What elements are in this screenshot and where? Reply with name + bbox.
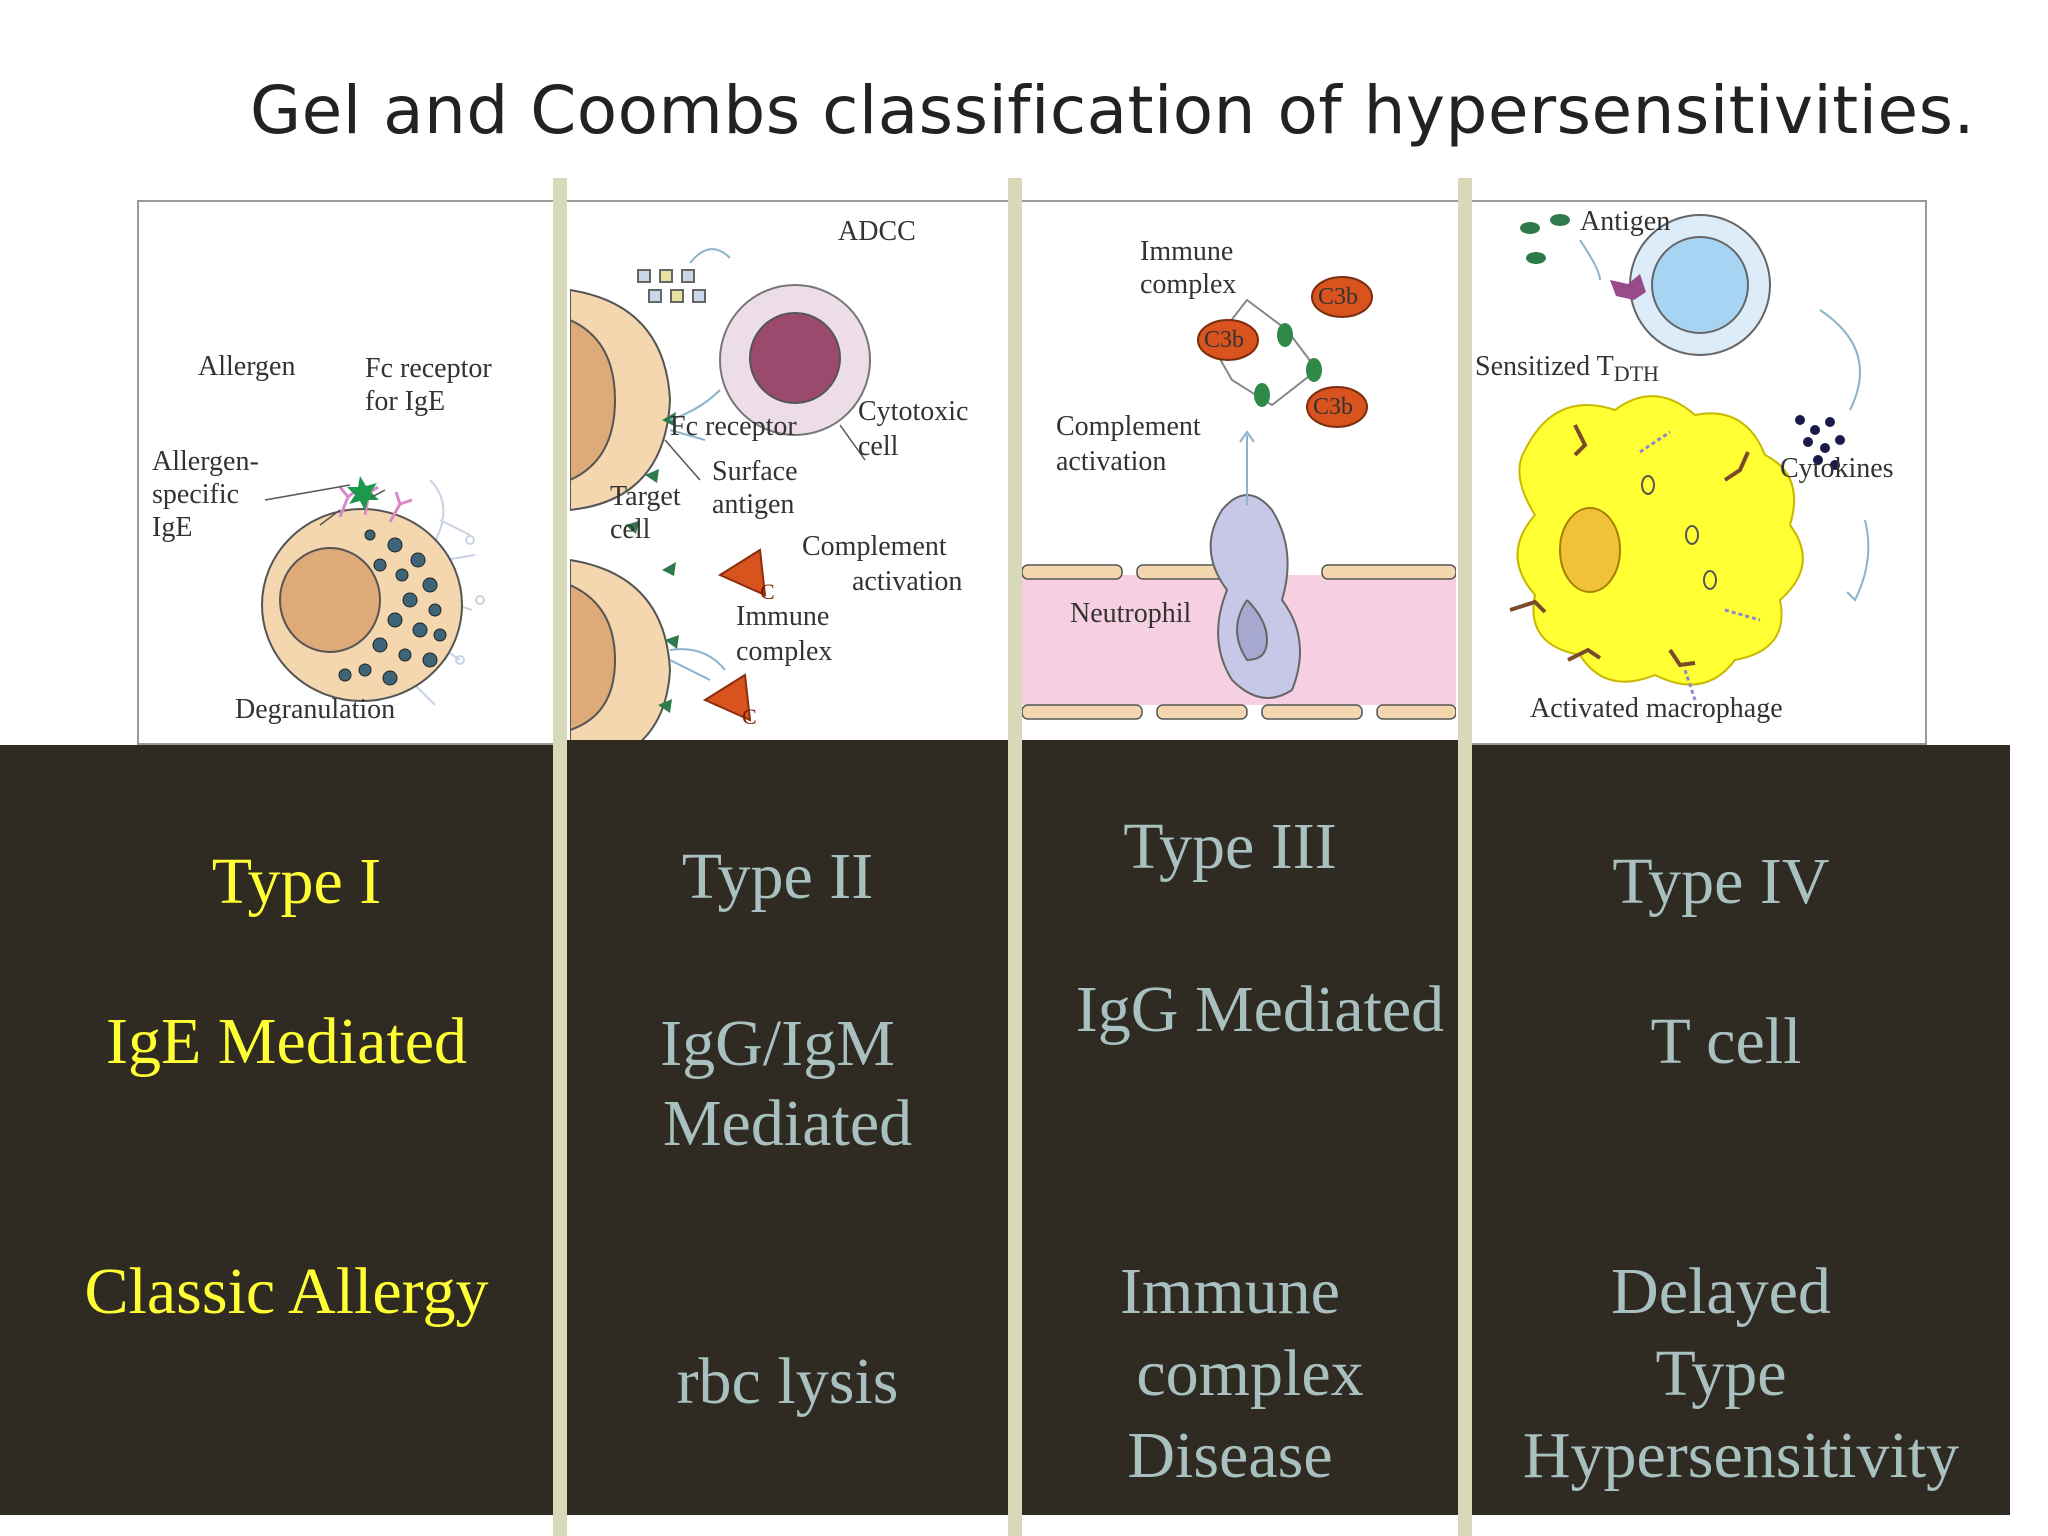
label-antigen-4: Antigen: [1580, 206, 1671, 237]
type-2-heading: Type II: [681, 840, 874, 913]
type-3-heading: Type III: [1123, 810, 1337, 883]
type-3-example-line-1: Immune: [1120, 1255, 1340, 1328]
label-cytokines: Cytokines: [1780, 453, 1894, 484]
type-4-example-line-2: Type: [1655, 1337, 1787, 1410]
type-3-example-line-3: Disease: [1127, 1419, 1333, 1492]
macrophage-illustration: [1509, 214, 1870, 701]
diagram-panel-type-4: Antigen Sensitized TDTH Cytokines Activa…: [1470, 180, 1925, 745]
type-4-column: Type IV T cell Delayed Type Hypersensiti…: [1472, 745, 2010, 1515]
label-c-1: C: [760, 579, 775, 604]
label-complex-3: complex: [1140, 269, 1237, 300]
type-4-example-line-1: Delayed: [1611, 1255, 1831, 1328]
label-neutrophil: Neutrophil: [1070, 598, 1192, 629]
diagram-panel-type-2: ADCC Fc receptor Cytotoxic cell Target c…: [570, 180, 1008, 745]
label-complement: Complement: [802, 531, 947, 562]
label-activation-3: activation: [1056, 446, 1167, 477]
label-allergen-specific-2: specific: [152, 479, 240, 510]
mast-cell-illustration: [261, 476, 485, 706]
label-sensitized-t: Sensitized TDTH: [1475, 350, 1659, 386]
label-for-ige: for IgE: [365, 386, 446, 417]
type-3-example-line-2: complex: [1136, 1337, 1364, 1410]
type-1-column: Type I IgE Mediated Classic Allergy: [0, 745, 553, 1515]
label-complex: complex: [736, 636, 833, 667]
type-2-example: rbc lysis: [676, 1345, 899, 1418]
type-3-column: Type III IgG Mediated Immune complex Dis…: [1022, 740, 1458, 1515]
label-allergen: Allergen: [198, 351, 296, 382]
type-2-mediator-line-2: Mediated: [662, 1087, 913, 1160]
type-1-mediator: IgE Mediated: [105, 1005, 468, 1078]
immune-complex-illustration: [1022, 276, 1456, 720]
diagram-panel-type-3: Immune complex C3b C3b C3b Complement ac…: [1022, 180, 1456, 745]
label-allergen-specific-1: Allergen-: [152, 446, 259, 477]
adcc-illustration: [570, 248, 871, 745]
type-4-example-line-3: Hypersensitivity: [1522, 1419, 1960, 1492]
type-4-mediator: T cell: [1650, 1005, 1802, 1078]
type-2-mediator-line-1: IgG/IgM: [660, 1007, 895, 1080]
label-cell: cell: [858, 431, 899, 462]
label-c3b-1: C3b: [1318, 284, 1359, 310]
label-activation: activation: [852, 566, 963, 597]
type-4-heading: Type IV: [1612, 845, 1830, 918]
label-cytotoxic: Cytotoxic: [858, 396, 969, 427]
label-degranulation: Degranulation: [235, 694, 396, 725]
label-complement-3: Complement: [1056, 411, 1201, 442]
label-c-2: C: [742, 704, 757, 729]
label-sensitized-t-text: Sensitized T: [1475, 351, 1614, 382]
label-target: Target: [610, 481, 681, 512]
label-fc-receptor: Fc receptor: [365, 353, 492, 384]
label-adcc: ADCC: [838, 216, 916, 247]
label-immune-3: Immune: [1140, 236, 1234, 267]
label-allergen-specific-3: IgE: [152, 512, 193, 543]
column-divider-1: [553, 178, 567, 1536]
type-2-column: Type II IgG/IgM Mediated rbc lysis: [567, 740, 1008, 1515]
label-immune: Immune: [736, 601, 830, 632]
label-c3b-3: C3b: [1313, 394, 1354, 420]
label-antigen: antigen: [712, 489, 795, 520]
column-divider-2: [1008, 178, 1022, 1536]
type-3-mediator: IgG Mediated: [1075, 973, 1445, 1046]
column-divider-3: [1458, 178, 1472, 1536]
label-surface: Surface: [712, 456, 798, 487]
type-1-example: Classic Allergy: [84, 1255, 489, 1328]
label-c3b-2: C3b: [1204, 327, 1245, 353]
label-activated-macrophage: Activated macrophage: [1530, 693, 1783, 724]
type-1-heading: Type I: [211, 845, 382, 918]
page-title: Gel and Coombs classification of hyperse…: [250, 72, 1975, 149]
label-target-cell: cell: [610, 514, 651, 545]
diagram-panel-type-1: Allergen Fc receptor for IgE Allergen- s…: [140, 180, 550, 745]
label-fc-receptor-2: Fc receptor: [670, 411, 797, 442]
label-dth-subscript: DTH: [1613, 361, 1659, 386]
